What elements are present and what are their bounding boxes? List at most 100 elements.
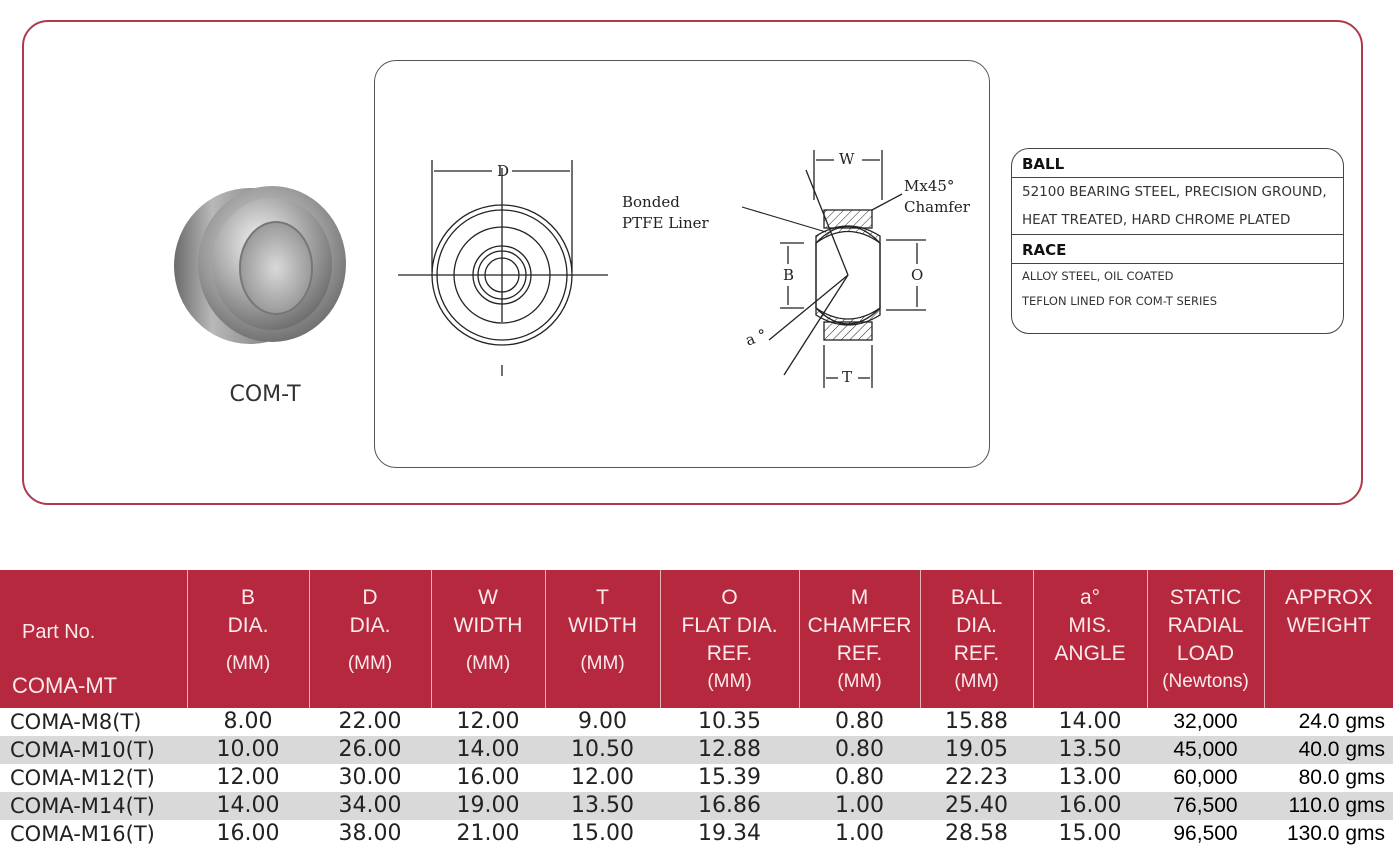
table-cell: 0.80 — [799, 736, 920, 764]
part-number-cell: COMA-M8(T) — [10, 710, 142, 734]
table-cell: 32,000 — [1173, 710, 1238, 733]
table-cell: 16.00 — [216, 821, 280, 846]
table-cell: 19.34 — [698, 821, 761, 846]
column-unit: (MM) — [954, 671, 999, 692]
table-cell: 15.00 — [571, 821, 634, 846]
dim-d-label: D — [497, 162, 509, 180]
product-frame — [22, 20, 1363, 505]
table-cell: 10.50 — [545, 736, 660, 764]
table-cell: 8.00 — [223, 709, 273, 734]
chamfer-label-2: Chamfer — [904, 198, 971, 216]
table-cell: 130.0 gms — [1286, 822, 1385, 845]
part-no-label: Part No. — [22, 621, 96, 643]
column-header-line: D — [362, 586, 378, 609]
spec-table: Part No. COMA-MT B DIA. (MM) D DIA. (MM) W WIDT… — [0, 570, 1393, 848]
table-cell: 24.0 gms — [1298, 710, 1385, 733]
dim-a-label: a ° — [743, 325, 769, 349]
race-heading: RACE — [1012, 234, 1343, 264]
column-header-line: APPROX — [1284, 586, 1373, 609]
column-unit: (Newtons) — [1162, 671, 1249, 692]
column-header-line: T — [596, 586, 609, 609]
table-cell: 14.00 — [187, 792, 309, 820]
table-cell: 19.05 — [920, 736, 1033, 764]
dim-w-label: W — [839, 150, 855, 168]
table-cell: 1.00 — [835, 821, 884, 846]
column-header-line: WIDTH — [568, 614, 637, 637]
liner-label-2: PTFE Liner — [622, 214, 710, 232]
part-no-header: Part No. COMA-MT — [0, 570, 187, 708]
product-label: COM-T — [229, 382, 301, 407]
table-cell: 14.00 — [1058, 709, 1122, 734]
column-header: T WIDTH (MM) — [544, 570, 660, 708]
column-header-line: W — [478, 586, 498, 609]
column-header-line: O — [721, 586, 738, 609]
column-unit: (MM) — [580, 653, 625, 674]
table-cell: 28.58 — [945, 821, 1008, 846]
table-cell: 0.80 — [835, 765, 884, 790]
table-cell: 45,000 — [1147, 736, 1264, 764]
column-header: a°MIS.ANGLE — [1032, 570, 1147, 708]
column-header-line: STATIC — [1169, 586, 1242, 609]
column-header-line: LOAD — [1176, 642, 1235, 665]
column-header-line: WIDTH — [453, 614, 523, 637]
table-cell: 12.00 — [216, 765, 280, 790]
table-cell: 13.00 — [1058, 765, 1122, 790]
table-cell: 13.50 — [1033, 736, 1147, 764]
materials-panel: BALL 52100 BEARING STEEL, PRECISION GROU… — [1011, 148, 1344, 334]
table-cell: 15.39 — [698, 765, 761, 790]
ball-heading: BALL — [1012, 149, 1343, 178]
drawing-panel — [374, 60, 990, 468]
table-cell: 22.23 — [945, 765, 1008, 790]
column-header: D DIA. (MM) — [308, 570, 431, 708]
table-cell: 21.00 — [456, 821, 520, 846]
series-label: COMA-MT — [12, 673, 118, 698]
ball-line-1: 52100 BEARING STEEL, PRECISION GROUND, — [1022, 184, 1327, 200]
table-cell: 38.00 — [338, 821, 402, 846]
liner-label-1: Bonded — [622, 193, 680, 211]
table-cell: 30.00 — [338, 765, 402, 790]
column-header-line: ANGLE — [1054, 642, 1126, 665]
column-header-line: REF. — [836, 642, 883, 665]
column-header-line: MIS. — [1068, 614, 1112, 637]
table-cell: 34.00 — [309, 792, 431, 820]
table-cell: 22.00 — [338, 709, 402, 734]
part-number-cell: COMA-M14(T) — [0, 792, 187, 820]
chamfer-label-1: Mx45° — [904, 177, 954, 195]
table-cell: 12.00 — [571, 765, 634, 790]
column-unit: (MM) — [225, 653, 271, 674]
column-header-line: DIA. — [227, 614, 269, 637]
table-cell: 15.00 — [1058, 821, 1122, 846]
table-cell: 25.40 — [920, 792, 1033, 820]
table-cell: 12.00 — [456, 709, 520, 734]
dim-b-label: B — [783, 266, 794, 284]
table-cell: 10.00 — [187, 736, 309, 764]
column-unit: (MM) — [347, 653, 393, 674]
column-header-line: DIA. — [349, 614, 391, 637]
front-view — [398, 160, 608, 376]
section-view — [768, 150, 926, 388]
table-cell: 9.00 — [578, 709, 627, 734]
column-header-line: B — [240, 586, 255, 609]
column-header: B DIA. (MM) — [186, 570, 309, 708]
column-header-line: REF. — [953, 642, 1000, 665]
race-line-2: TEFLON LINED FOR COM-T SERIES — [1022, 294, 1217, 308]
table-cell: 40.0 gms — [1264, 736, 1393, 764]
table-cell: 19.00 — [431, 792, 545, 820]
table-cell: 80.0 gms — [1298, 766, 1385, 789]
column-header-line: RADIAL — [1167, 614, 1244, 637]
spec-table-wrap: Part No. COMA-MT B DIA. (MM) D DIA. (MM) W WIDT… — [0, 570, 1393, 848]
table-cell: 76,500 — [1147, 792, 1264, 820]
ball-line-2: HEAT TREATED, HARD CHROME PLATED — [1022, 212, 1291, 228]
part-number-cell: COMA-M16(T) — [10, 822, 155, 846]
column-unit: (MM) — [837, 671, 882, 692]
table-cell: 0.80 — [835, 709, 884, 734]
table-cell: 110.0 gms — [1264, 792, 1393, 820]
part-number-cell: COMA-M12(T) — [10, 766, 155, 790]
table-cell: 16.86 — [660, 792, 799, 820]
